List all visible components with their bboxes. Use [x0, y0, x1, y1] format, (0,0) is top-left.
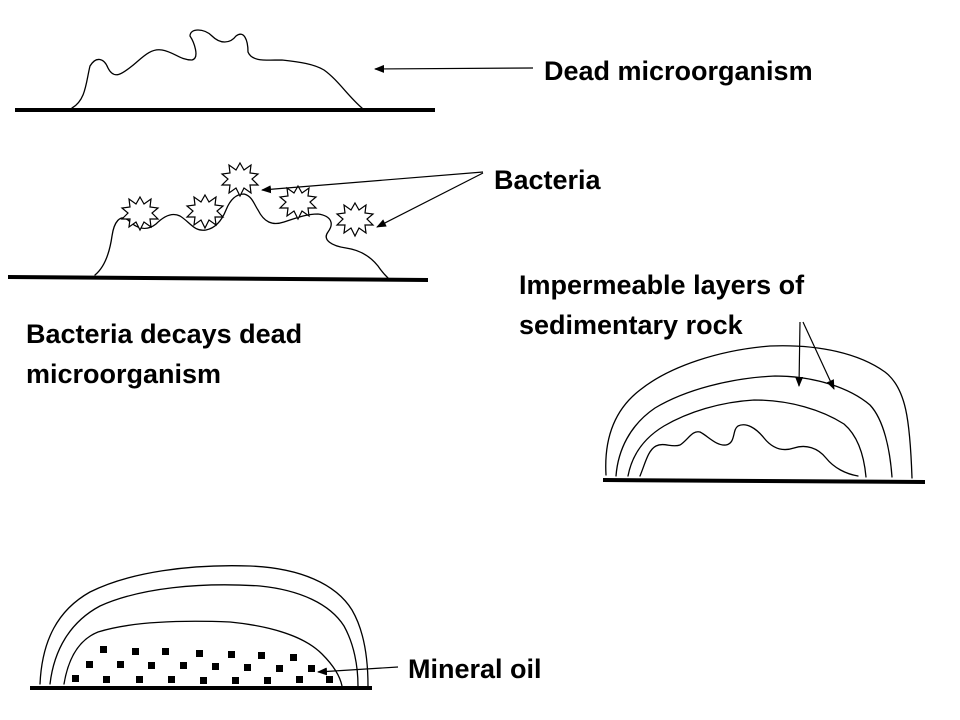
- bacterium-2-icon: [185, 193, 225, 230]
- oil-droplets: [72, 646, 333, 684]
- outer-rock-layer: [605, 345, 913, 479]
- buried-organism-outline: [639, 424, 859, 477]
- oil-droplet: [228, 651, 235, 658]
- oil-droplet: [290, 654, 297, 661]
- dead-microorganism-outline: [71, 29, 363, 109]
- mineral-oil-label: Mineral oil: [408, 654, 542, 684]
- oil-droplet: [296, 676, 303, 683]
- oil-droplet: [212, 663, 219, 670]
- oil-droplet: [244, 664, 251, 671]
- outer-oil-rock-layer: [39, 565, 369, 687]
- oil-droplet: [200, 677, 207, 684]
- oil-droplet: [132, 648, 139, 655]
- oil-droplet: [72, 675, 79, 682]
- oil-droplet: [136, 676, 143, 683]
- mineral-oil-arrow: [317, 666, 399, 676]
- inner-rock-layer: [627, 399, 867, 478]
- oil-droplet: [168, 676, 175, 683]
- impermeable-label-line2: sedimentary rock: [519, 310, 744, 340]
- oil-droplet: [100, 646, 107, 653]
- middle-rock-layer: [615, 375, 893, 478]
- inner-oil-rock-layer: [49, 584, 359, 687]
- dead-microorganism-arrow: [374, 64, 534, 73]
- bacteria-decays-label-line1: Bacteria decays dead: [26, 319, 302, 349]
- oil-droplet: [162, 648, 169, 655]
- oil-droplet: [264, 677, 271, 684]
- ground-line-3: [602, 478, 926, 484]
- oil-droplet: [232, 677, 239, 684]
- bacterium-1-icon: [120, 195, 160, 232]
- oil-droplet: [148, 662, 155, 669]
- oil-droplet: [196, 650, 203, 657]
- bacterium-4-icon: [278, 184, 318, 221]
- oil-droplet: [117, 661, 124, 668]
- oil-droplet: [276, 665, 283, 672]
- stage-dead-microorganism: Dead microorganism: [15, 29, 813, 112]
- oil-droplet: [86, 661, 93, 668]
- oil-droplet: [103, 676, 110, 683]
- oil-droplet: [326, 676, 333, 683]
- layer-arrow-1: [795, 321, 804, 387]
- bacteria-arrow-1: [261, 171, 484, 194]
- stage-bacteria: Bacteria Bacteria decays dead microorgan…: [7, 161, 602, 389]
- oil-pocket-outline: [63, 620, 343, 687]
- layer-arrow-2: [802, 321, 835, 390]
- dead-microorganism-label: Dead microorganism: [544, 56, 813, 86]
- oil-droplet: [180, 662, 187, 669]
- bacteria-arrow-2: [376, 172, 484, 228]
- stage-sedimentary-layers: Impermeable layers of sedimentary rock: [519, 270, 926, 484]
- impermeable-label-line1: Impermeable layers of: [519, 270, 805, 300]
- bacterium-3-icon: [220, 161, 260, 198]
- stage-mineral-oil: Mineral oil: [30, 565, 542, 690]
- bacterium-5-icon: [335, 201, 375, 238]
- bacteria-decays-label-line2: microorganism: [26, 359, 221, 389]
- oil-droplet: [258, 652, 265, 659]
- decaying-microorganism-outline: [94, 193, 389, 279]
- ground-line-2: [7, 275, 429, 282]
- bacteria-label: Bacteria: [494, 165, 602, 195]
- oil-droplet: [308, 665, 315, 672]
